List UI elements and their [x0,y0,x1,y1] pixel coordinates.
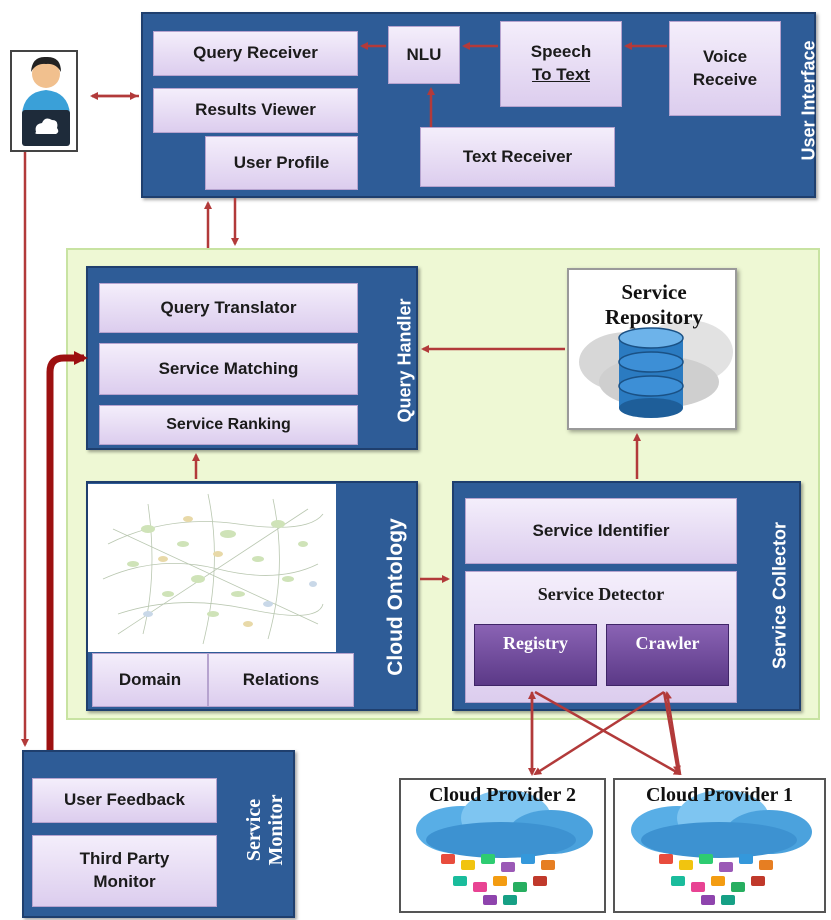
cloud-provider-2: Cloud Provider 2 [399,778,606,913]
voice-receive-line2: Receive [692,69,758,89]
cloud-icon [416,790,593,905]
service-collector-title: Service Collector [769,521,790,670]
service-detector-label: Service Detector [537,584,665,604]
voice-receive-line1: Voice [702,46,748,66]
service-repository-title-line2: Repository [605,305,703,330]
cloud-provider-1-label: Cloud Provider 1 [645,784,794,806]
service-matching-box: Service Matching [99,343,358,395]
person-laptop-icon [22,56,70,146]
cloud-provider-2-label: Cloud Provider 2 [428,784,577,806]
ontology-graph-image [102,493,324,645]
service-monitor-title: Service Monitor [243,765,287,895]
third-party-line1: Third Party [79,849,170,869]
registry-box: Registry [474,624,597,686]
service-identifier-box: Service Identifier [465,498,737,564]
cloud-icon [631,790,812,905]
voice-receive-box: Voice Receive [669,21,781,116]
speech-to-text-box: Speech To Text [500,21,622,107]
third-party-line2: Monitor [93,872,156,891]
text-receiver-box: Text Receiver [420,127,615,187]
service-repository-title: Service Repository [569,280,739,330]
query-translator-box: Query Translator [99,283,358,333]
third-party-monitor-box: Third Party Monitor [32,835,217,907]
speech-to-text-line2: To Text [532,65,590,84]
speech-to-text-line1: Speech [530,42,592,62]
query-handler-title: Query Handler [394,298,415,423]
database-icon [579,320,733,418]
results-viewer-box: Results Viewer [153,88,358,133]
service-repository-title-line1: Service [621,280,687,304]
service-monitor-title-line1: Service [243,798,265,862]
user-avatar [10,50,78,152]
query-receiver-box: Query Receiver [153,31,358,76]
user-profile-box: User Profile [205,136,358,190]
crawler-box: Crawler [606,624,729,686]
user-interface-title: User Interface [798,40,819,161]
user-feedback-box: User Feedback [32,778,217,823]
nlu-box: NLU [388,26,460,84]
service-repository-box: Service Repository [567,268,737,430]
cloud-provider-1: Cloud Provider 1 [613,778,826,913]
relations-box: Relations [208,653,354,707]
cloud-ontology-title: Cloud Ontology [384,518,407,676]
service-monitor-title-line2: Monitor [265,794,287,866]
service-ranking-box: Service Ranking [99,405,358,445]
ontology-graph [88,484,336,652]
domain-box: Domain [92,653,208,707]
